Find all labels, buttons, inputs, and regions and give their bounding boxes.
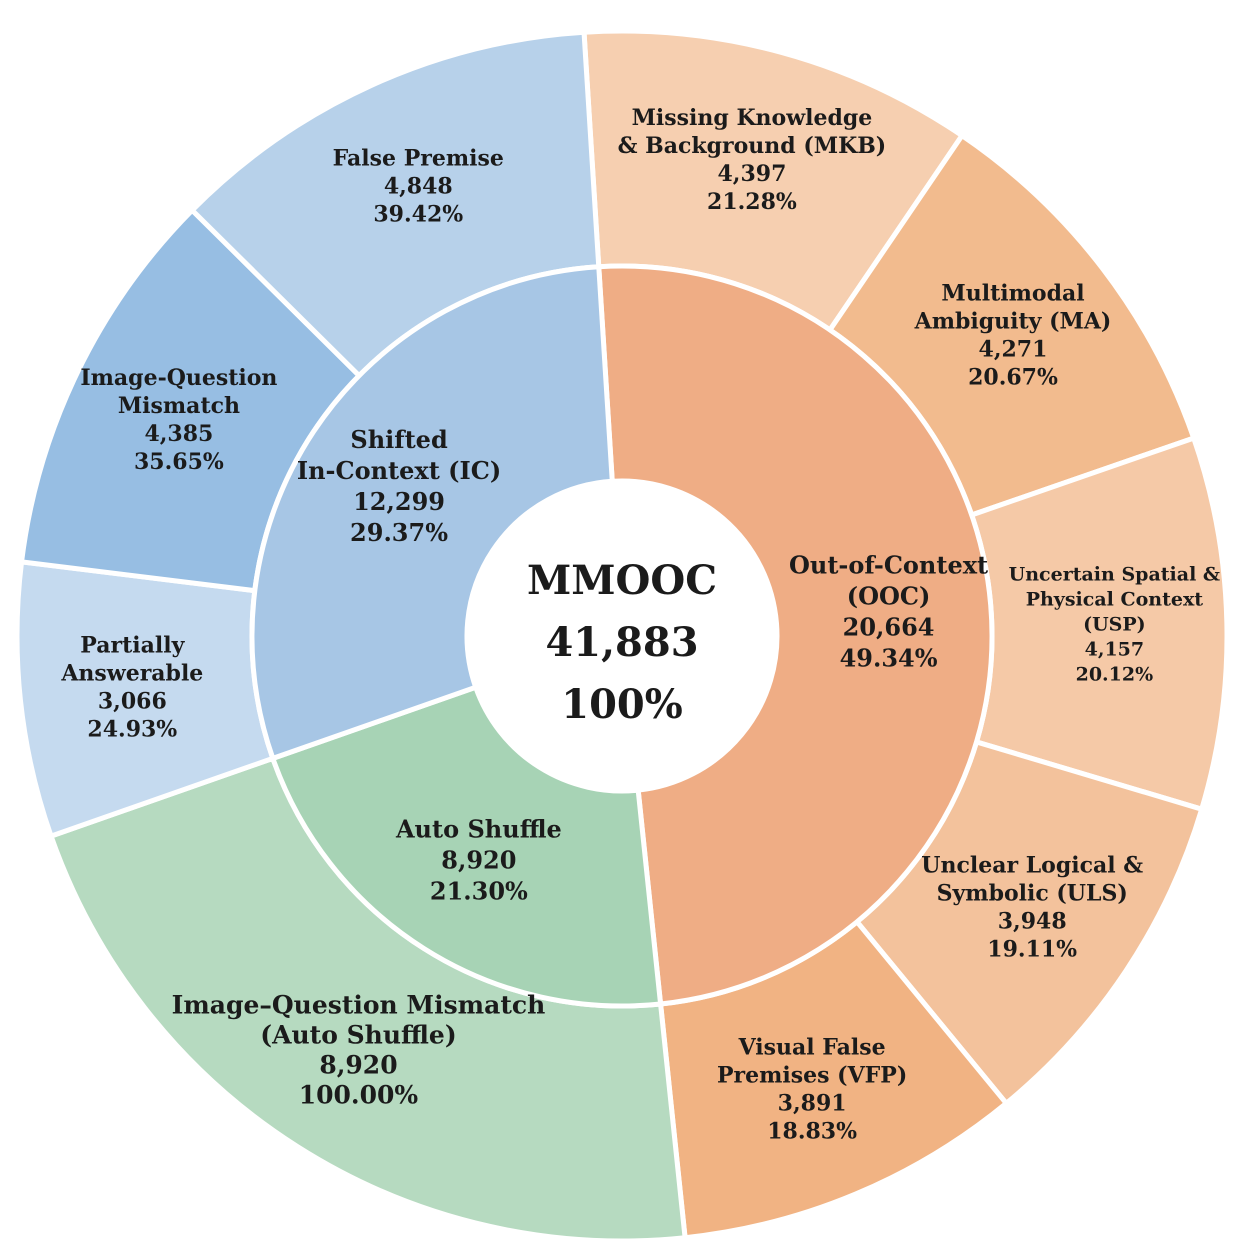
outer-count-label: 3,891 xyxy=(778,1090,847,1116)
outer-category-label: Premises (VFP) xyxy=(717,1062,907,1088)
outer-category-label: Ambiguity (MA) xyxy=(914,309,1112,335)
inner-percent-label: 49.34% xyxy=(840,644,938,673)
center-title: MMOOC xyxy=(527,557,717,604)
outer-category-label: Physical Context xyxy=(1026,588,1204,610)
outer-percent-label: 35.65% xyxy=(134,449,224,475)
inner-category-label: (OOC) xyxy=(847,582,931,611)
outer-label-0: Missing Knowledge& Background (MKB)4,397… xyxy=(618,105,887,215)
outer-percent-label: 24.93% xyxy=(87,717,177,743)
center-group: MMOOC 41,883 100% xyxy=(467,481,777,791)
outer-count-label: 3,066 xyxy=(98,689,167,715)
outer-category-label: Unclear Logical & xyxy=(921,853,1143,879)
center-disc xyxy=(467,481,777,791)
outer-category-label: Partially xyxy=(80,633,185,659)
outer-count-label: 4,385 xyxy=(144,421,213,447)
outer-category-label: Symbolic (ULS) xyxy=(937,881,1128,907)
outer-category-label: (Auto Shuffle) xyxy=(260,1021,456,1050)
outer-category-label: Visual False xyxy=(738,1034,886,1060)
outer-count-label: 8,920 xyxy=(319,1051,397,1080)
outer-percent-label: 100.00% xyxy=(299,1081,419,1110)
center-count: 41,883 xyxy=(545,619,698,666)
outer-category-label: Mismatch xyxy=(118,393,240,419)
outer-percent-label: 21.28% xyxy=(707,189,797,215)
inner-percent-label: 29.37% xyxy=(350,518,448,547)
outer-category-label: Uncertain Spatial & xyxy=(1009,563,1220,585)
outer-percent-label: 20.67% xyxy=(968,365,1058,391)
inner-category-label: In-Context (IC) xyxy=(297,456,501,485)
outer-count-label: 4,848 xyxy=(384,174,453,200)
outer-category-label: Image–Question Mismatch xyxy=(172,991,546,1020)
outer-ring xyxy=(14,28,1230,1244)
inner-count-label: 12,299 xyxy=(353,487,445,516)
inner-count-label: 8,920 xyxy=(441,845,516,874)
inner-category-label: Auto Shuffle xyxy=(395,814,562,843)
outer-percent-label: 18.83% xyxy=(767,1118,857,1144)
outer-percent-label: 20.12% xyxy=(1076,663,1154,685)
outer-category-label: Multimodal xyxy=(941,281,1084,307)
inner-percent-label: 21.30% xyxy=(430,876,528,905)
outer-percent-label: 39.42% xyxy=(373,202,463,228)
inner-ring xyxy=(249,263,995,1009)
outer-count-label: 4,271 xyxy=(979,337,1048,363)
outer-label-2: Uncertain Spatial & Physical Context (USP)… xyxy=(1009,563,1220,685)
outer-category-label: (USP) xyxy=(1083,613,1146,635)
inner-category-label: Shifted xyxy=(350,425,448,454)
outer-category-label: Missing Knowledge xyxy=(632,105,873,131)
outer-count-label: 4,397 xyxy=(717,161,786,187)
inner-category-label: Out-of-Context xyxy=(789,551,988,580)
outer-percent-label: 19.11% xyxy=(987,937,1077,963)
inner-count-label: 20,664 xyxy=(843,613,935,642)
outer-label-5: Image–Question Mismatch(Auto Shuffle)8,9… xyxy=(172,991,546,1110)
outer-category-label: False Premise xyxy=(333,146,504,172)
outer-category-label: Answerable xyxy=(60,661,203,687)
center-percent: 100% xyxy=(561,681,683,728)
outer-label-3: Unclear Logical &Symbolic (ULS)3,94819.1… xyxy=(921,853,1143,963)
outer-category-label: Image-Question xyxy=(80,365,277,391)
outer-count-label: 3,948 xyxy=(998,909,1067,935)
outer-category-label: & Background (MKB) xyxy=(618,133,887,159)
outer-count-label: 4,157 xyxy=(1085,638,1145,660)
